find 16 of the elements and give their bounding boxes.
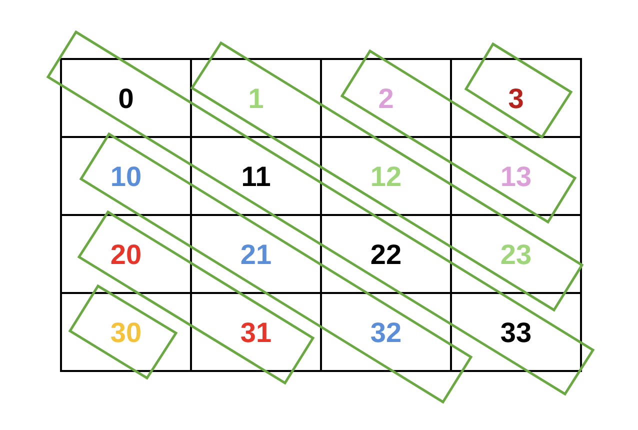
grid-number: 23 [500, 239, 532, 271]
grid-number: 1 [248, 83, 264, 115]
grid-number: 32 [370, 317, 402, 349]
grid-number: 20 [110, 239, 142, 271]
grid-number: 30 [110, 317, 142, 349]
grid-number: 11 [241, 161, 271, 193]
grid-number: 22 [370, 239, 402, 271]
grid-number: 13 [500, 161, 532, 193]
grid-number: 10 [110, 161, 142, 193]
grid-number: 12 [370, 161, 402, 193]
grid-number: 3 [508, 83, 524, 115]
grid-number: 2 [378, 83, 394, 115]
grid-number: 0 [118, 83, 134, 115]
grid-number: 31 [240, 317, 272, 349]
grid-number: 21 [240, 239, 272, 271]
grid-number: 33 [500, 317, 532, 349]
